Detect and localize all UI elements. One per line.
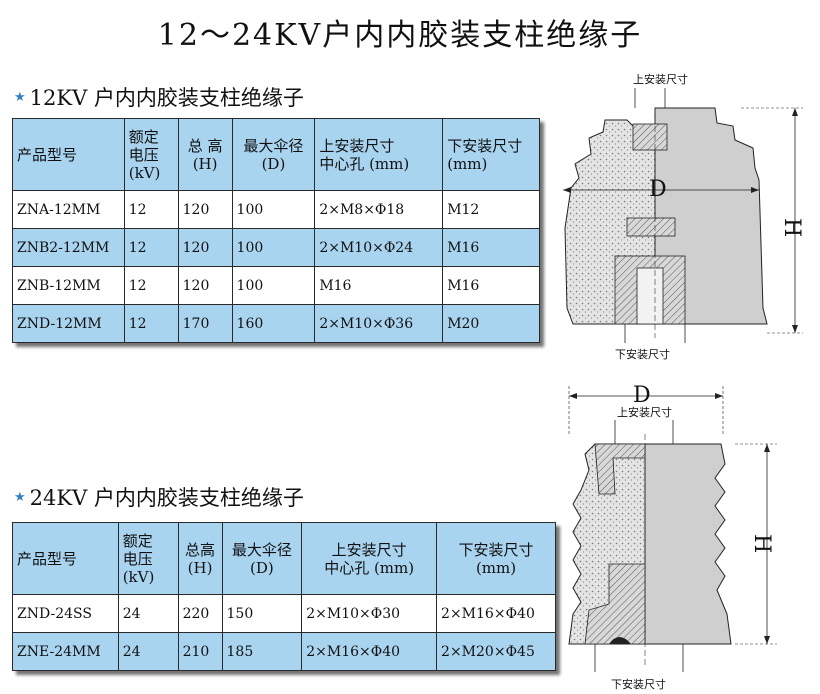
cell-diameter: 100 xyxy=(231,228,316,267)
cell-top-mount: 2×M8×Φ18 xyxy=(314,190,444,229)
cell-bottom-mount: M16 xyxy=(442,266,540,305)
bottom-mount-label: 下安装尺寸 xyxy=(611,677,666,691)
header-diameter: 最大伞径(D) xyxy=(221,522,303,595)
table-row: ZNB2-12MM 12 120 100 2×M10×Φ24 M16 xyxy=(12,228,540,267)
header-model: 产品型号 xyxy=(12,118,125,191)
d-dimension-label: D xyxy=(633,383,651,408)
header-bottom-mount: 下安装尺寸(mm) xyxy=(442,118,540,191)
table-row: ZND-12MM 12 170 160 2×M10×Φ36 M20 xyxy=(12,304,540,343)
cell-height: 120 xyxy=(177,228,233,267)
d-dimension-label: D xyxy=(649,177,667,202)
cell-bottom-mount: M12 xyxy=(442,190,540,229)
table-header-row: 产品型号 额定电压 (kV) 总 高(H) 最大伞径(D) 上安装尺寸中心孔 (… xyxy=(12,118,540,191)
table-row: ZNB-12MM 12 120 100 M16 M16 xyxy=(12,266,540,305)
header-diameter: 最大伞径(D) xyxy=(231,118,316,191)
cell-top-mount: 2×M10×Φ30 xyxy=(301,594,438,633)
table-row: ZNE-24MM 24 210 185 2×M16×Φ40 2×M20×Φ45 xyxy=(12,632,556,671)
section-title-text: 24KV 户内内胶装支柱绝缘子 xyxy=(29,486,304,510)
cell-diameter: 150 xyxy=(221,594,303,633)
header-bottom-mount: 下安装尺寸(mm) xyxy=(436,522,556,595)
header-height: 总高(H) xyxy=(177,522,223,595)
cell-diameter: 185 xyxy=(221,632,303,671)
header-top-mount: 上安装尺寸中心孔 (mm) xyxy=(301,522,438,595)
header-voltage: 额定电压 (kV) xyxy=(117,522,179,595)
table-row: ZNA-12MM 12 120 100 2×M8×Φ18 M12 xyxy=(12,190,540,229)
cell-model: ZNA-12MM xyxy=(12,190,125,229)
cell-voltage: 12 xyxy=(123,266,179,305)
cell-height: 120 xyxy=(177,190,233,229)
cell-top-mount: 2×M10×Φ36 xyxy=(314,304,444,343)
top-mount-label: 上安装尺寸 xyxy=(617,405,672,419)
star-icon: ★ xyxy=(14,489,26,505)
spec-table-24kv: 产品型号 额定电压 (kV) 总高(H) 最大伞径(D) 上安装尺寸中心孔 (m… xyxy=(12,522,556,671)
header-model: 产品型号 xyxy=(12,522,119,595)
cell-diameter: 100 xyxy=(231,266,316,305)
cell-model: ZNB2-12MM xyxy=(12,228,125,267)
insulator-diagram-24kv: D 上安装尺寸 H 下安装尺寸 xyxy=(568,383,777,691)
cell-voltage: 24 xyxy=(117,632,179,671)
table-header-row: 产品型号 额定电压 (kV) 总高(H) 最大伞径(D) 上安装尺寸中心孔 (m… xyxy=(12,522,556,595)
header-height: 总 高(H) xyxy=(177,118,233,191)
cell-model: ZND-24SS xyxy=(12,594,119,633)
cell-diameter: 160 xyxy=(231,304,316,343)
bottom-mount-label: 下安装尺寸 xyxy=(615,347,670,361)
cell-height: 210 xyxy=(177,632,223,671)
cell-top-mount: 2×M16×Φ40 xyxy=(301,632,438,671)
insulator-diagram-12kv: 上安装尺寸 D H 下安装尺寸 xyxy=(563,72,804,361)
cell-voltage: 12 xyxy=(123,304,179,343)
cell-top-mount: 2×M10×Φ24 xyxy=(314,228,444,267)
section-title-12kv: ★ 12KV 户内内胶装支柱绝缘子 xyxy=(14,82,304,112)
cell-voltage: 24 xyxy=(117,594,179,633)
cell-height: 120 xyxy=(177,266,233,305)
cell-top-mount: M16 xyxy=(314,266,444,305)
cell-diameter: 100 xyxy=(231,190,316,229)
header-top-mount: 上安装尺寸中心孔 (mm) xyxy=(314,118,444,191)
page-title: 12～24KV户内内胶装支柱绝缘子 xyxy=(157,18,643,53)
h-dimension-label: H xyxy=(779,218,804,237)
cell-height: 170 xyxy=(177,304,233,343)
cell-bottom-mount: 2×M16×Φ40 xyxy=(436,594,556,633)
cell-model: ZNE-24MM xyxy=(12,632,119,671)
spec-table-12kv: 产品型号 额定电压 (kV) 总 高(H) 最大伞径(D) 上安装尺寸中心孔 (… xyxy=(12,118,540,343)
section-title-text: 12KV 户内内胶装支柱绝缘子 xyxy=(29,86,304,110)
cell-model: ZNB-12MM xyxy=(12,266,125,305)
cell-bottom-mount: M20 xyxy=(442,304,540,343)
header-voltage: 额定电压 (kV) xyxy=(123,118,179,191)
h-dimension-label: H xyxy=(749,534,774,553)
cell-bottom-mount: 2×M20×Φ45 xyxy=(436,632,556,671)
cell-height: 220 xyxy=(177,594,223,633)
cell-bottom-mount: M16 xyxy=(442,228,540,267)
section-title-24kv: ★ 24KV 户内内胶装支柱绝缘子 xyxy=(14,482,304,512)
star-icon: ★ xyxy=(14,89,26,105)
cell-voltage: 12 xyxy=(123,228,179,267)
cell-model: ZND-12MM xyxy=(12,304,125,343)
cell-voltage: 12 xyxy=(123,190,179,229)
top-mount-label: 上安装尺寸 xyxy=(633,72,688,86)
table-row: ZND-24SS 24 220 150 2×M10×Φ30 2×M16×Φ40 xyxy=(12,594,556,633)
